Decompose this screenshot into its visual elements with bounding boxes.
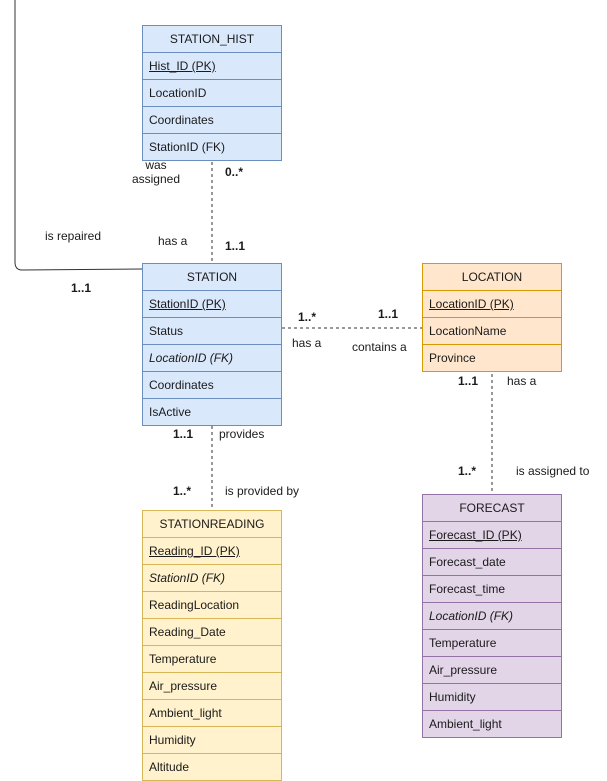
entity-field: IsActive [149,405,192,419]
cardinality-label: 1..* [458,464,477,478]
entity-field: Air_pressure [143,673,281,700]
cardinality-label: 1..1 [173,427,194,441]
entity-field: Temperature [143,646,281,673]
entity-forecast[interactable]: FORECAST Forecast_ID (PK) Forecast_date … [422,494,562,738]
entity-field: LocationID (FK) [143,345,281,372]
entity-title: LOCATION [423,264,561,291]
entity-field: Air_pressure [423,657,561,684]
cardinality-label: 0..* [225,165,244,179]
relationship-label-contains-a: contains a [352,340,407,354]
entity-field: Reading_ID (PK) [143,538,281,565]
entity-field: LocationName [423,318,561,345]
cardinality-label: 1..1 [225,239,246,253]
entity-title: FORECAST [423,495,561,522]
entity-stationreading[interactable]: STATIONREADING Reading_ID (PK) StationID… [142,510,282,781]
entity-title: STATION [143,264,281,291]
entity-field: Ambient_light [429,717,502,731]
entity-field: Forecast_date [423,549,561,576]
entity-station[interactable]: STATION StationID (PK) Status LocationID… [142,263,282,426]
entity-title: STATIONREADING [143,511,281,538]
relationship-label-provides: provides [219,427,265,441]
relationship-label-was-assigned: was assigned [131,158,181,186]
self-loop-connector [14,0,143,271]
entity-field: LocationID (FK) [423,603,561,630]
entity-field: Ambient_light [143,700,281,727]
entity-field: Status [143,318,281,345]
entity-field: Reading_Date [143,619,281,646]
entity-title: STATION_HIST [143,26,281,53]
cardinality-label: 1..* [173,484,192,498]
cardinality-label: 1..1 [458,374,479,388]
cardinality-label: 1..1 [378,307,399,321]
relationship-label-has-a: has a [292,336,322,350]
entity-field: Humidity [143,727,281,754]
entity-field: Forecast_ID (PK) [423,522,561,549]
entity-field: LocationID (PK) [423,291,561,318]
entity-field: Temperature [423,630,561,657]
entity-location[interactable]: LOCATION LocationID (PK) LocationName Pr… [422,263,562,372]
relationship-label-is-assigned-to: is assigned to [516,464,590,478]
entity-field: Coordinates [143,372,281,399]
entity-field: Province [429,351,476,365]
entity-field: Hist_ID (PK) [143,53,281,80]
cardinality-label: 1..* [298,310,317,324]
entity-field: Humidity [423,684,561,711]
cardinality-label: 1..1 [71,281,92,295]
entity-station-hist[interactable]: STATION_HIST Hist_ID (PK) LocationID Coo… [142,25,282,161]
entity-field: StationID (FK) [143,565,281,592]
relationship-label-has-a: has a [507,374,537,388]
entity-field: StationID (FK) [149,140,226,154]
entity-field: Forecast_time [423,576,561,603]
entity-field: Coordinates [143,107,281,134]
entity-field: StationID (PK) [143,291,281,318]
relationship-label-is-repaired: is repaired [45,229,102,243]
entity-field: LocationID [143,80,281,107]
relationship-label-is-provided-by: is provided by [225,484,300,498]
relationship-label-has-a: has a [158,234,188,248]
entity-field: ReadingLocation [143,592,281,619]
entity-field: Altitude [149,760,190,774]
